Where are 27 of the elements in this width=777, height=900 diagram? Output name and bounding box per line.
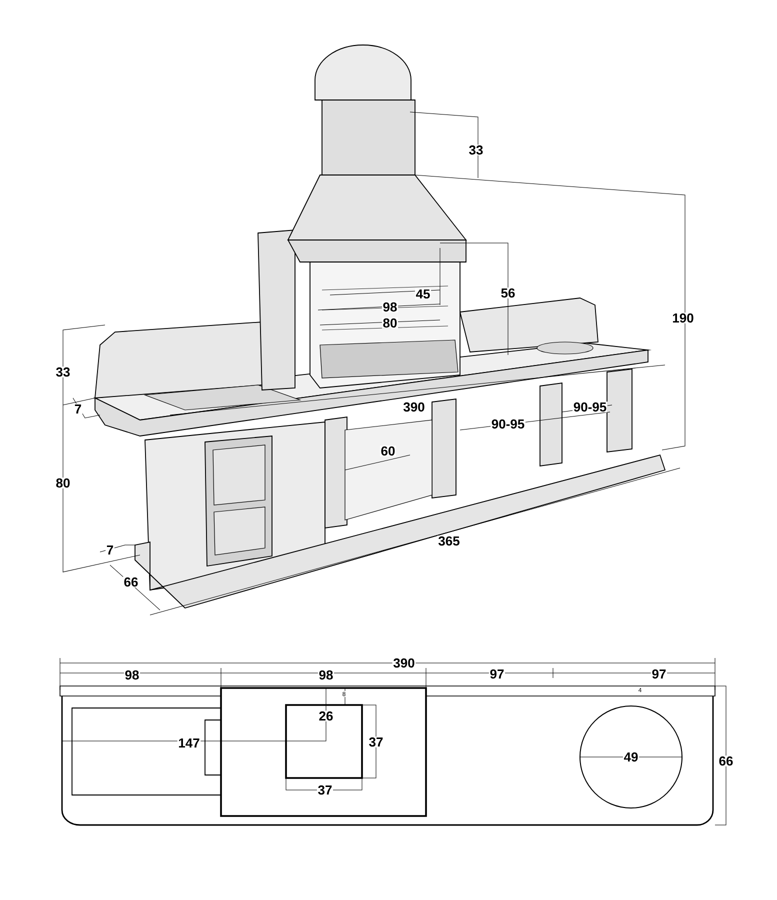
dimension-label: 56 (500, 288, 516, 298)
dimension-label: 26 (318, 710, 334, 722)
dimension-label: 98 (124, 670, 140, 680)
dimension-label: 90-95 (490, 418, 526, 430)
dimension-label: 390 (392, 658, 416, 668)
dimension-label: 190 (671, 312, 695, 324)
dimension-label: 90-95 (572, 402, 608, 412)
dimension-label: 7 (106, 544, 114, 556)
dimension-label: 45 (414, 288, 432, 300)
dimension-label: 98 (382, 302, 398, 312)
dimension-label: 33 (54, 366, 72, 378)
dimension-label: 66 (718, 756, 734, 766)
dimension-label: 66 (122, 576, 140, 588)
dimension-label: 37 (368, 736, 384, 748)
dimension-label: 97 (488, 668, 506, 680)
dimension-label: 60 (380, 446, 396, 456)
dimension-label: 7 (74, 404, 82, 414)
dimension-label: 390 (402, 402, 426, 412)
dimension-label: 37 (316, 784, 334, 796)
dimension-label: 80 (54, 478, 72, 488)
dimension-label: 147 (177, 738, 201, 748)
dimension-label: 49 (622, 752, 640, 762)
dimension-label: 97 (650, 668, 668, 680)
dimension-label: 365 (437, 536, 461, 546)
dimension-label: 80 (382, 318, 398, 328)
dimension-label: 98 (318, 670, 334, 680)
dimension-label: 33 (468, 144, 484, 156)
